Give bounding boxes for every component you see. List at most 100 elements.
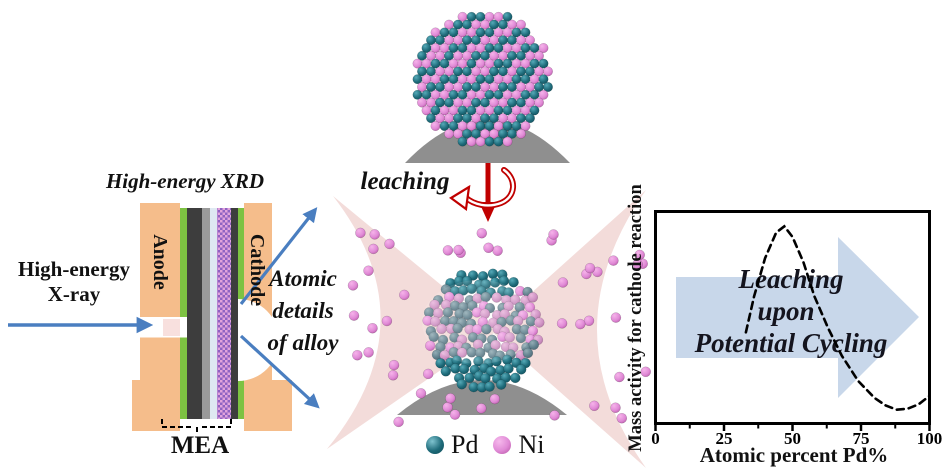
leached-ni-atom xyxy=(483,242,494,254)
leached-ni-atoms xyxy=(347,227,651,428)
ordered-alloy-nanoparticle xyxy=(412,11,553,147)
pd-atom-icon xyxy=(426,436,444,454)
atom xyxy=(466,283,477,294)
leached-ni-atom xyxy=(393,416,404,428)
leaching-label: leaching xyxy=(360,168,450,195)
atom xyxy=(495,379,507,390)
leached-ni-atom xyxy=(363,265,374,276)
atom xyxy=(480,373,491,384)
leached-ni-atom xyxy=(476,227,488,239)
atom xyxy=(528,339,540,350)
leached-ni-atom xyxy=(608,255,619,266)
atom xyxy=(529,105,540,116)
atom xyxy=(508,276,519,288)
atom xyxy=(475,136,486,147)
catalyst-layer-right xyxy=(217,208,231,419)
atom xyxy=(439,350,450,361)
atom xyxy=(520,121,531,131)
atom xyxy=(503,363,514,374)
leached-ni-atom xyxy=(348,310,360,321)
activity-curve xyxy=(744,224,931,412)
leached-ni-atom xyxy=(614,371,625,383)
leached-ni-atom xyxy=(352,349,363,361)
leaching-hook-arrow-inner xyxy=(463,168,515,207)
leaching-arrow-group xyxy=(449,158,516,222)
leached-ni-atom xyxy=(415,388,427,399)
atom xyxy=(491,292,502,303)
atom xyxy=(538,43,549,53)
chart-annotation-line1: Leaching xyxy=(738,264,844,294)
atom xyxy=(444,128,454,139)
atom xyxy=(456,378,468,390)
tick-label: 0 xyxy=(651,429,660,448)
atom xyxy=(534,317,545,328)
particle-haze xyxy=(422,280,536,364)
anode-label: Anode xyxy=(149,234,171,290)
atom xyxy=(538,74,549,85)
mea-diagram xyxy=(132,203,292,433)
leached-ni-atom xyxy=(610,402,621,413)
leached-ni-atom xyxy=(556,318,568,329)
xray-label: High-energy X-ray xyxy=(0,257,148,307)
leached-particle-assembly xyxy=(347,158,651,428)
atom xyxy=(487,268,499,280)
beam-caption-line2: details xyxy=(272,298,334,323)
atom xyxy=(516,19,526,30)
xray-label-line1: High-energy xyxy=(18,257,130,281)
atom xyxy=(534,97,544,108)
atom xyxy=(424,340,436,351)
atom xyxy=(516,128,526,139)
atom xyxy=(527,292,539,303)
atom xyxy=(481,323,492,335)
beam-caption: Atomic details of alloy xyxy=(243,263,363,359)
leached-ni-atom xyxy=(476,403,487,414)
leaching-hook-arrow-head xyxy=(449,184,471,211)
leached-ni-atom xyxy=(387,370,399,381)
leached-ni-atom xyxy=(575,318,586,330)
leached-ni-atom xyxy=(367,322,378,334)
leached-ni-atom xyxy=(355,227,366,239)
gasket-left xyxy=(180,208,187,419)
atom xyxy=(493,136,504,147)
atom xyxy=(466,136,477,147)
atom xyxy=(525,35,535,46)
leached-ni-atom xyxy=(632,258,643,270)
mea-label: MEA xyxy=(170,432,230,459)
atom xyxy=(504,332,515,343)
atom xyxy=(538,89,549,100)
atom xyxy=(543,66,553,77)
leached-ni-atom xyxy=(442,402,453,413)
scatter-arrow-up xyxy=(239,207,318,305)
beam-caption-line1: Atomic xyxy=(269,266,337,291)
atom xyxy=(510,372,521,384)
atom xyxy=(461,275,473,287)
leached-ni-atom xyxy=(369,229,380,240)
leached-ni-atom xyxy=(388,359,400,371)
leached-ni-atom xyxy=(640,366,651,378)
dashed-activity-curve xyxy=(744,224,931,412)
leached-nanoparticle xyxy=(422,268,545,393)
ni-atom-icon xyxy=(493,436,512,454)
atom xyxy=(509,294,521,305)
leached-ni-atom xyxy=(548,229,559,240)
leached-ni-atom xyxy=(445,393,456,404)
alloy-particle-assembly xyxy=(405,11,570,163)
atom xyxy=(520,27,531,38)
cathode-foot xyxy=(272,380,292,431)
leached-ni-atom xyxy=(584,262,596,274)
tick-label: 75 xyxy=(853,429,870,448)
atom xyxy=(484,136,495,147)
leached-ni-atom xyxy=(399,289,410,301)
catalyst-layer-left xyxy=(202,208,210,419)
xray-label-line2: X-ray xyxy=(47,282,101,306)
gdl-right xyxy=(231,208,238,419)
blue-arrows xyxy=(8,207,320,409)
anode-foot xyxy=(132,380,142,431)
atom xyxy=(473,356,484,367)
atom xyxy=(502,136,513,147)
chart-x-axis-label: Atomic percent Pd% xyxy=(699,443,889,467)
atom xyxy=(484,381,495,392)
leached-ni-atom xyxy=(549,410,560,421)
